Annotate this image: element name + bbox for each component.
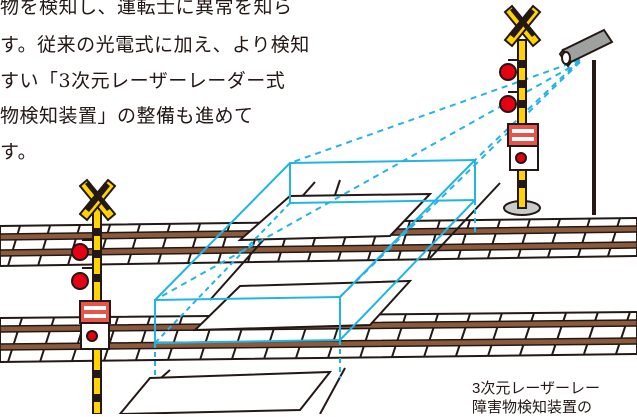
- figure-caption: 3次元レーザーレー 障害物検知装置の: [470, 379, 637, 417]
- upper-track: [0, 216, 637, 268]
- caption-line-2: 障害物検知装置の: [472, 399, 593, 416]
- body-text-line: 物を検知し、運転士に異常を知ら: [0, 0, 293, 18]
- railroad-crossing-signal-icon: [499, 4, 542, 216]
- detection-zone-icon: [154, 158, 476, 378]
- caption-line-1: 3次元レーザーレー: [472, 380, 601, 397]
- laser-radar-sensor-icon: [558, 28, 614, 215]
- laser-beams: [154, 59, 581, 301]
- body-text-line: 物検知装置」の整備も進めて: [0, 105, 254, 127]
- road-crossing: [118, 179, 501, 414]
- body-text-line: す。従来の光電式に加え、より検知: [0, 34, 310, 56]
- body-text-line: す。: [0, 141, 38, 163]
- body-text-line: すい「3次元レーザーレーダー式: [0, 70, 286, 92]
- railroad-crossing-signal-icon: [71, 178, 117, 414]
